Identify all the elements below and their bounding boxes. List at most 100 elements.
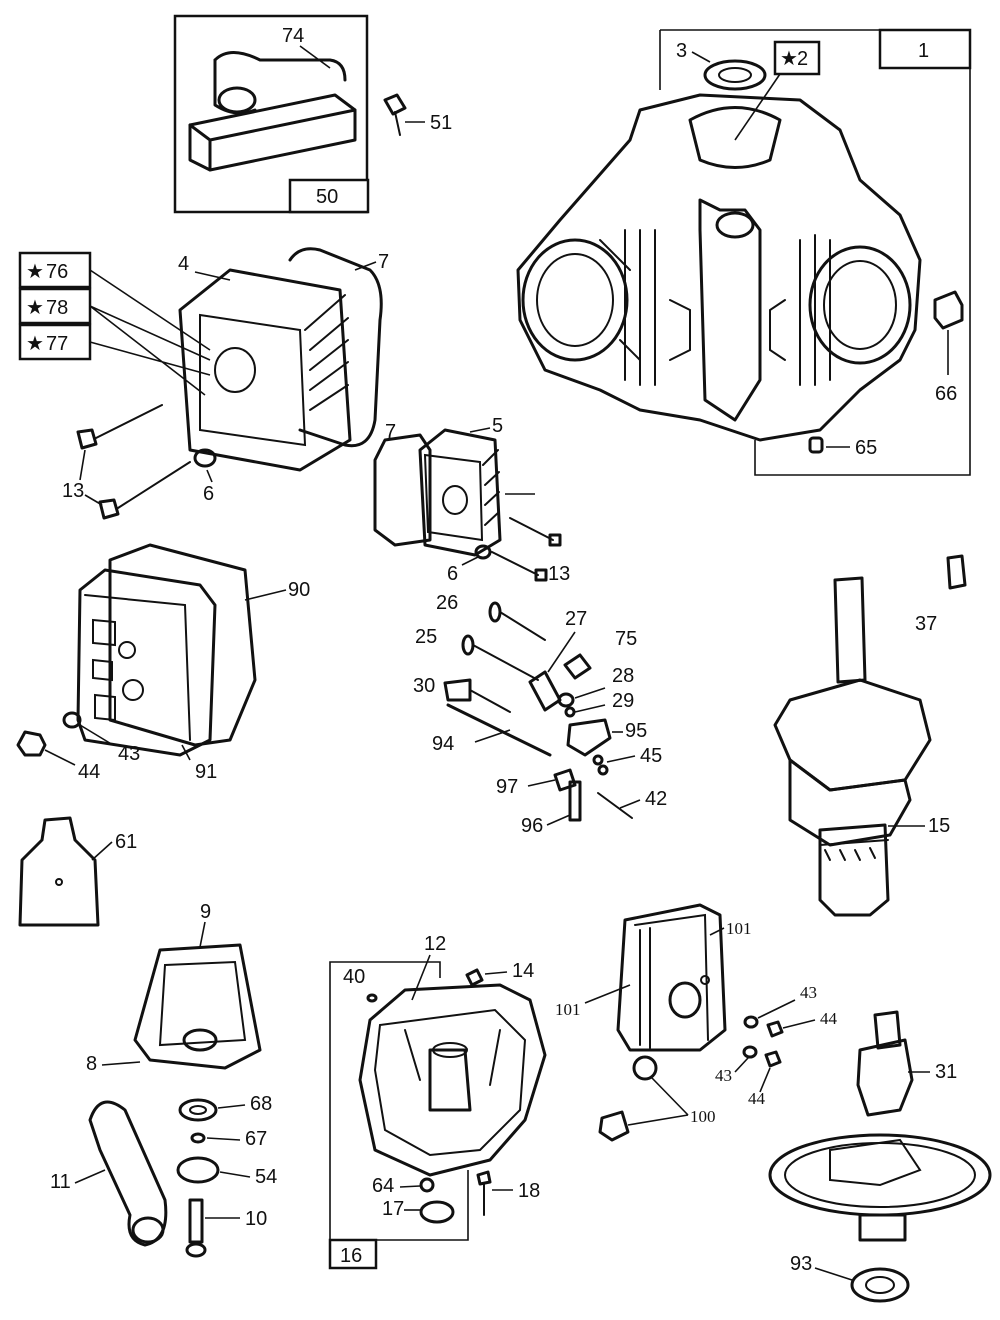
- crankcase-boss-center: [715, 211, 755, 239]
- crankshaft-pto-end: [833, 576, 867, 684]
- muffler-101-group: 101 101 43 44 43 44 100: [555, 903, 838, 1142]
- callout-42: 42: [645, 788, 667, 810]
- washer-6-lower: [474, 544, 492, 560]
- head-gasket-7-upper: [288, 247, 383, 448]
- leader-64: [399, 1185, 421, 1188]
- callout-90: 90: [288, 579, 310, 601]
- callout-15: 15: [928, 815, 950, 837]
- head-4-fins: [304, 294, 349, 411]
- cam-gear-inner: [784, 1142, 976, 1208]
- valve-25-head: [461, 634, 475, 656]
- crankcase-fins-left: [599, 229, 656, 386]
- part-45a: [592, 754, 604, 766]
- leaders-valve-parts: [89, 269, 211, 396]
- callout-1: 1: [918, 40, 929, 62]
- screw-18-head: [476, 1170, 492, 1186]
- seal-17: [419, 1200, 455, 1224]
- star-77: ★: [26, 331, 44, 355]
- seal-3: [703, 59, 767, 91]
- star-2: ★: [780, 46, 798, 70]
- callout-43-right-b: 43: [715, 1066, 732, 1085]
- callout-45: 45: [640, 745, 662, 767]
- pushrod-94: [446, 703, 552, 757]
- callout-65: 65: [855, 437, 877, 459]
- leader-43-right-a: [757, 999, 796, 1019]
- hose-11-group: 11: [50, 1100, 168, 1247]
- leader-8: [101, 1061, 141, 1066]
- adapter-8: [133, 943, 262, 1070]
- leader-68: [217, 1104, 246, 1109]
- cam-gear-weight: [829, 1138, 922, 1187]
- crankshaft-group: 37 15: [773, 554, 967, 917]
- callout-44-right-a: 44: [820, 1009, 838, 1028]
- leader-7-upper: [354, 261, 377, 271]
- bolt-13d-shank: [491, 551, 539, 576]
- drain-hose-11-end: [131, 1216, 165, 1244]
- camshaft-lobes: [856, 1038, 914, 1117]
- cylinder-bore-right: [808, 245, 912, 365]
- leader-74: [299, 45, 331, 69]
- leader-6-lower: [461, 556, 479, 566]
- retainer-28: [557, 692, 575, 708]
- leader-101-upper: [709, 927, 725, 936]
- callout-50: 50: [316, 186, 338, 208]
- callout-10: 10: [245, 1208, 267, 1230]
- cylinder-head-5-group: 7 5 13 6: [373, 415, 570, 585]
- leader-14: [484, 971, 508, 975]
- crankcase-fins-right: [799, 234, 831, 386]
- leader-11: [74, 1169, 106, 1184]
- bolt-13c-shank: [509, 517, 554, 541]
- camshaft-end: [873, 1010, 902, 1050]
- breather-tube: [213, 51, 347, 82]
- callout-box-77: [18, 323, 92, 361]
- head-5-valve: [442, 485, 468, 515]
- callout-96: 96: [521, 815, 543, 837]
- callout-43-right-a: 43: [800, 983, 817, 1002]
- breather-body: [188, 93, 357, 172]
- crankcase-frame: [659, 29, 971, 476]
- leader-45: [606, 755, 636, 763]
- valve-cover-group: 90 91 43 44: [16, 543, 310, 783]
- cover-16-boss: [428, 1048, 472, 1112]
- callout-44-right-b: 44: [748, 1089, 766, 1108]
- leader-12: [411, 954, 431, 1001]
- cylinder-head-4-group: 7 4: [178, 247, 389, 472]
- callout-97: 97: [496, 776, 518, 798]
- washer-43-right-b: [742, 1045, 758, 1059]
- callout-26: 26: [436, 592, 458, 614]
- crankcase-body: [516, 93, 922, 442]
- cover-16-inner: [373, 1008, 527, 1157]
- valve-train-group: 26 25 27 75 28 29 30 95 94 45 97 96: [413, 592, 667, 837]
- plug-14: [465, 968, 484, 987]
- callout-44-upper: 44: [78, 761, 100, 783]
- callout-51: 51: [430, 112, 452, 134]
- oil-fill-61: [18, 816, 100, 927]
- oil-fill-61-hole: [55, 878, 63, 886]
- callout-7-upper: 7: [378, 251, 389, 273]
- washer-68-inner: [189, 1105, 207, 1115]
- valve-cover-gasket-90: [108, 543, 257, 747]
- cover-16-ribs: [404, 1029, 501, 1086]
- drain-hose-11: [88, 1100, 168, 1247]
- callout-16: 16: [340, 1245, 362, 1267]
- callout-5: 5: [492, 415, 503, 437]
- washer-6-upper: [193, 448, 217, 468]
- callout-76: 76: [46, 261, 68, 283]
- leader-28: [574, 687, 606, 699]
- crankcase-center-web: [698, 198, 762, 422]
- callout-74: 74: [282, 25, 304, 47]
- leader-54: [219, 1171, 251, 1178]
- callout-17: 17: [382, 1198, 404, 1220]
- callout-3: 3: [676, 40, 687, 62]
- callout-box-50: [288, 178, 370, 214]
- callout-box-1: [878, 28, 972, 70]
- adapter-8-inner: [158, 960, 247, 1047]
- breather-assembly-group: 50 74: [173, 14, 370, 214]
- leader-44-right-a: [782, 1019, 816, 1029]
- leader-9: [199, 921, 206, 948]
- plug-65: [808, 436, 824, 454]
- callout-27: 27: [565, 608, 587, 630]
- callout-2: 2: [797, 48, 808, 70]
- callout-77: 77: [46, 333, 68, 355]
- screw-51-group: 51: [383, 93, 452, 136]
